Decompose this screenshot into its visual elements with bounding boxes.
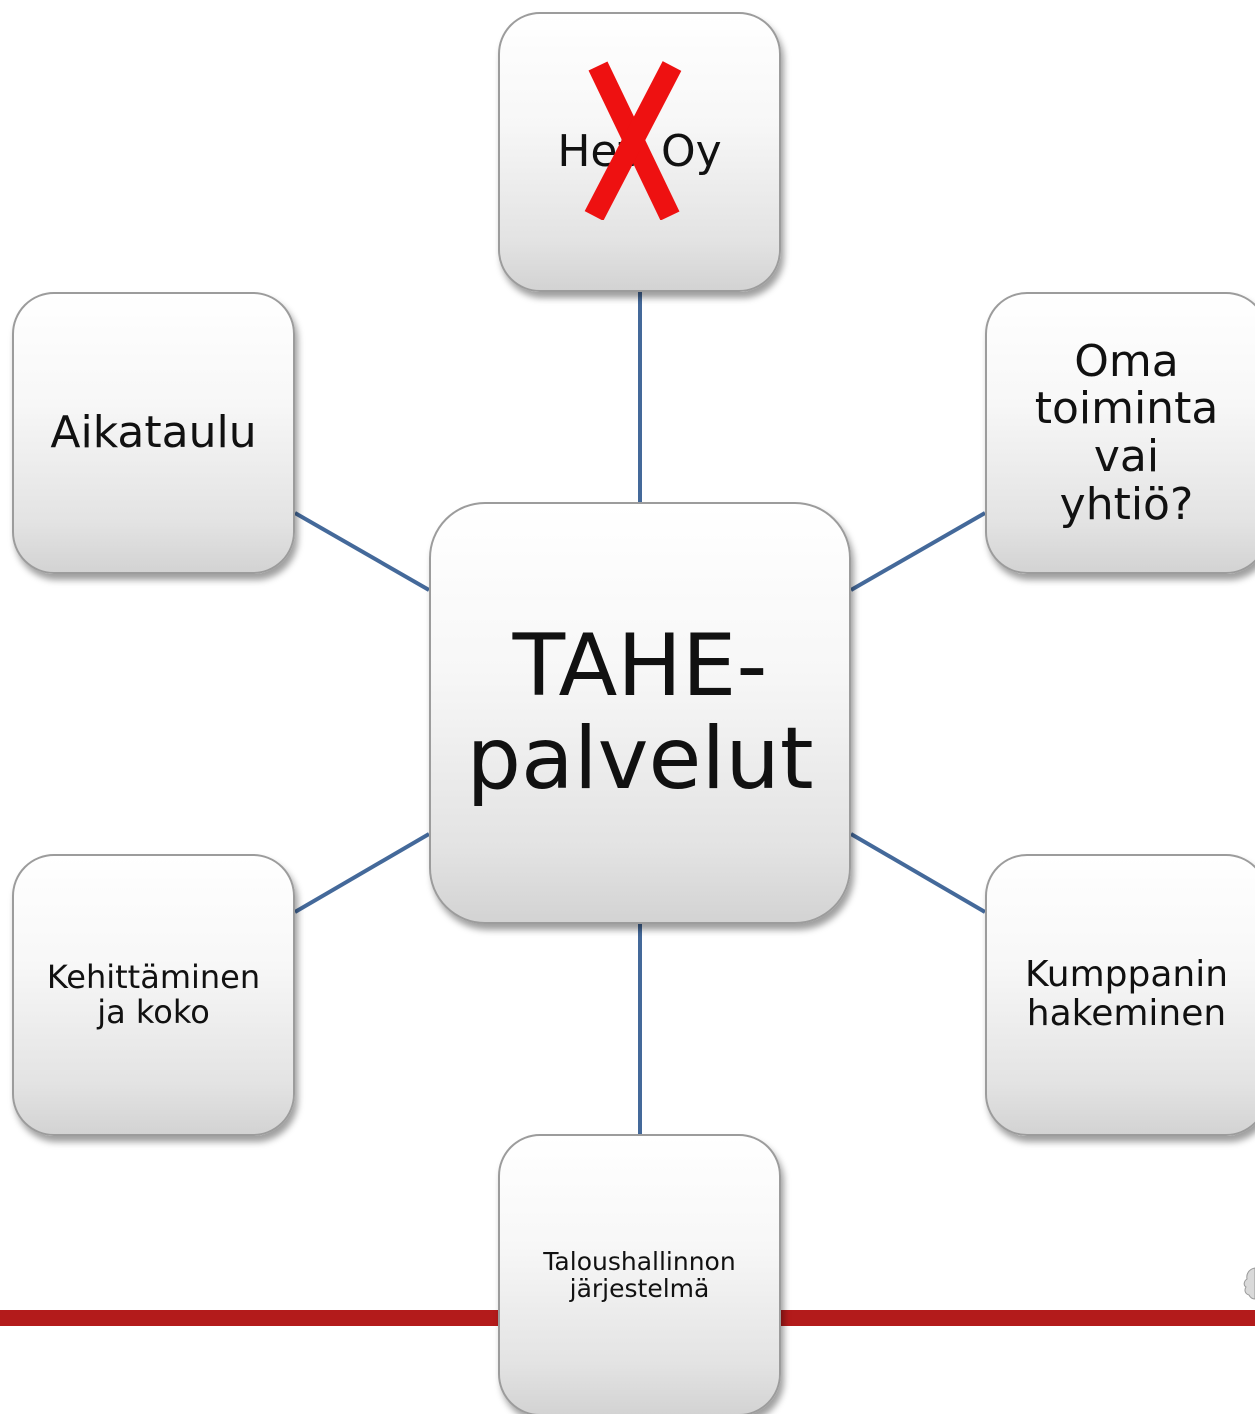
node-kehittaminen: Kehittäminen ja koko <box>12 854 295 1136</box>
node-heti-oy: Heti Oy <box>498 12 781 292</box>
node-taloushallinnon-jarjestelma: Taloushallinnon järjestelmä <box>498 1134 781 1414</box>
connector-lower-left <box>293 832 431 914</box>
connector-upper-left <box>294 511 430 592</box>
center-label: TAHE- palvelut <box>466 616 814 809</box>
node-label: Taloushallinnon järjestelmä <box>543 1247 736 1303</box>
node-label: Kumppanin hakeminen <box>1024 954 1229 1034</box>
node-label: Aikataulu <box>50 407 257 459</box>
node-oma-toiminta: Oma toiminta vai yhtiö? <box>985 292 1255 574</box>
node-label: Oma toiminta vai yhtiö? <box>1034 335 1219 530</box>
node-kumppanin-hakeminen: Kumppanin hakeminen <box>985 854 1255 1136</box>
connector-lower-right <box>849 832 987 914</box>
corner-logo-icon <box>1243 1267 1255 1300</box>
center-node-tahe-palvelut: TAHE- palvelut <box>429 502 851 924</box>
node-label: Kehittäminen ja koko <box>46 958 261 1031</box>
node-aikataulu: Aikataulu <box>12 292 295 574</box>
connector-upper-right <box>850 511 986 592</box>
node-label: Heti Oy <box>557 126 722 178</box>
